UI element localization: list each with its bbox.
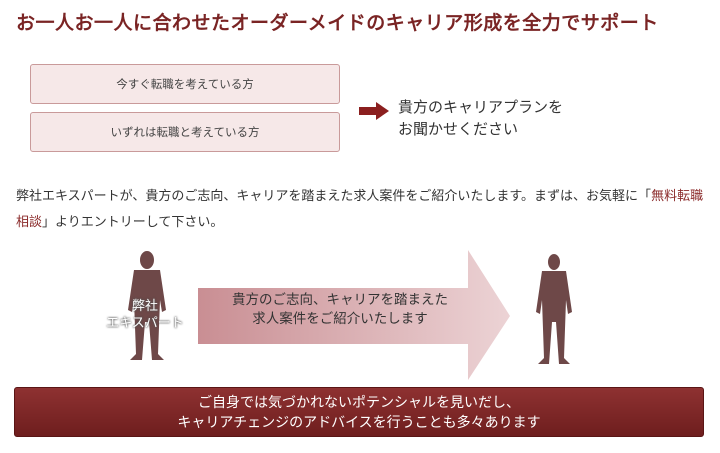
process-arrow xyxy=(198,250,510,380)
banner-line-1: ご自身では気づかれないポテンシャルを見いだし、 xyxy=(198,395,520,411)
candidate-person-icon xyxy=(536,254,572,364)
plan-line-2: お聞かせください xyxy=(398,120,519,138)
option-now-button[interactable]: 今すぐ転職を考えている方 xyxy=(30,64,340,104)
banner-line-2: キャリアチェンジのアドバイスを行うことも多々あります xyxy=(177,415,541,431)
expert-line-1: 弊社 xyxy=(131,299,158,314)
potential-banner: ご自身では気づかれないポテンシャルを見いだし、 キャリアチェンジのアドバイスを行… xyxy=(14,387,704,437)
expert-line-2: エキスパート xyxy=(106,316,184,331)
arrow-line-2: 求人案件をご紹介いたします xyxy=(252,311,428,327)
career-plan-text: 貴方のキャリアプランを お聞かせください xyxy=(398,96,563,140)
intro-paragraph: 弊社エキスパートが、貴方のご志向、キャリアを踏まえた求人案件をご紹介いたします。… xyxy=(16,184,706,236)
intro-text-end: 」よりエントリーして下さい。 xyxy=(42,215,224,230)
plan-line-1: 貴方のキャリアプランを xyxy=(398,98,564,116)
page-title: お一人お一人に合わせたオーダーメイドのキャリア形成を全力でサポート xyxy=(16,12,659,34)
intro-text: 弊社エキスパートが、貴方のご志向、キャリアを踏まえた求人案件をご紹介いたします。… xyxy=(16,189,652,204)
option-later-button[interactable]: いずれは転職と考えている方 xyxy=(30,112,340,152)
free-consultation-link[interactable]: 無料転職相談 xyxy=(16,189,704,230)
option-label: いずれは転職と考えている方 xyxy=(110,125,260,139)
expert-label: 弊社 エキスパート xyxy=(100,298,190,332)
arrow-line-1: 貴方のご志向、キャリアを踏まえた xyxy=(232,292,448,308)
option-label: 今すぐ転職を考えている方 xyxy=(116,77,254,91)
arrow-text: 貴方のご志向、キャリアを踏まえた 求人案件をご紹介いたします xyxy=(210,291,470,329)
right-arrow-icon xyxy=(359,102,389,120)
expert-person-icon xyxy=(128,251,166,360)
